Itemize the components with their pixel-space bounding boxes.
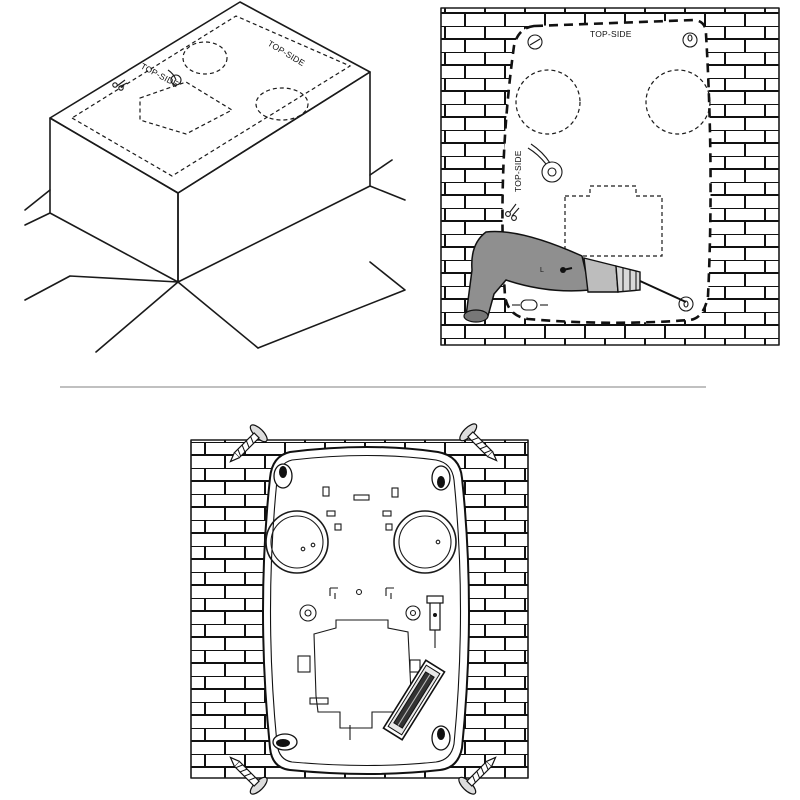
floor-lines [24, 159, 406, 353]
keyhole-icon [431, 725, 451, 751]
screw-slot-icon [527, 34, 543, 50]
wall-label-side: TOP-SIDE [513, 150, 523, 192]
wall-template-panel: TOP-SIDE TOP-SIDE L [440, 7, 780, 346]
cable-knockout-right [393, 510, 457, 574]
slot-mark-icon [512, 299, 548, 311]
screw-icon [459, 423, 498, 462]
drill-mark: L [540, 267, 544, 274]
keyhole-icon [431, 465, 451, 491]
screw-icon [229, 424, 268, 463]
keyhole-mark-icon [682, 32, 698, 48]
terminal-area [297, 619, 421, 740]
base-plate [262, 446, 470, 775]
keyhole-icon [272, 733, 298, 751]
screw-icon [229, 756, 268, 795]
scissors-icon [505, 203, 520, 221]
wall-label-top: TOP-SIDE [590, 29, 632, 39]
cable-knockout-left [265, 510, 329, 574]
keyhole-icon [273, 463, 293, 489]
box-template-panel: TOP-SIDE TOP-SIDE [24, 1, 406, 353]
drill-icon: L [463, 230, 687, 323]
box: TOP-SIDE TOP-SIDE [49, 1, 371, 283]
cable-entry-icon [527, 143, 563, 183]
template-marks: TOP-SIDE TOP-SIDE [505, 29, 711, 312]
mounting-details [299, 486, 421, 622]
box-label-top: TOP-SIDE [266, 38, 307, 68]
screw-icon [458, 756, 497, 795]
base-plate-panel [190, 423, 529, 795]
wire-clamp [426, 595, 444, 648]
terminal-block [382, 659, 446, 741]
scissors-icon [112, 79, 128, 91]
